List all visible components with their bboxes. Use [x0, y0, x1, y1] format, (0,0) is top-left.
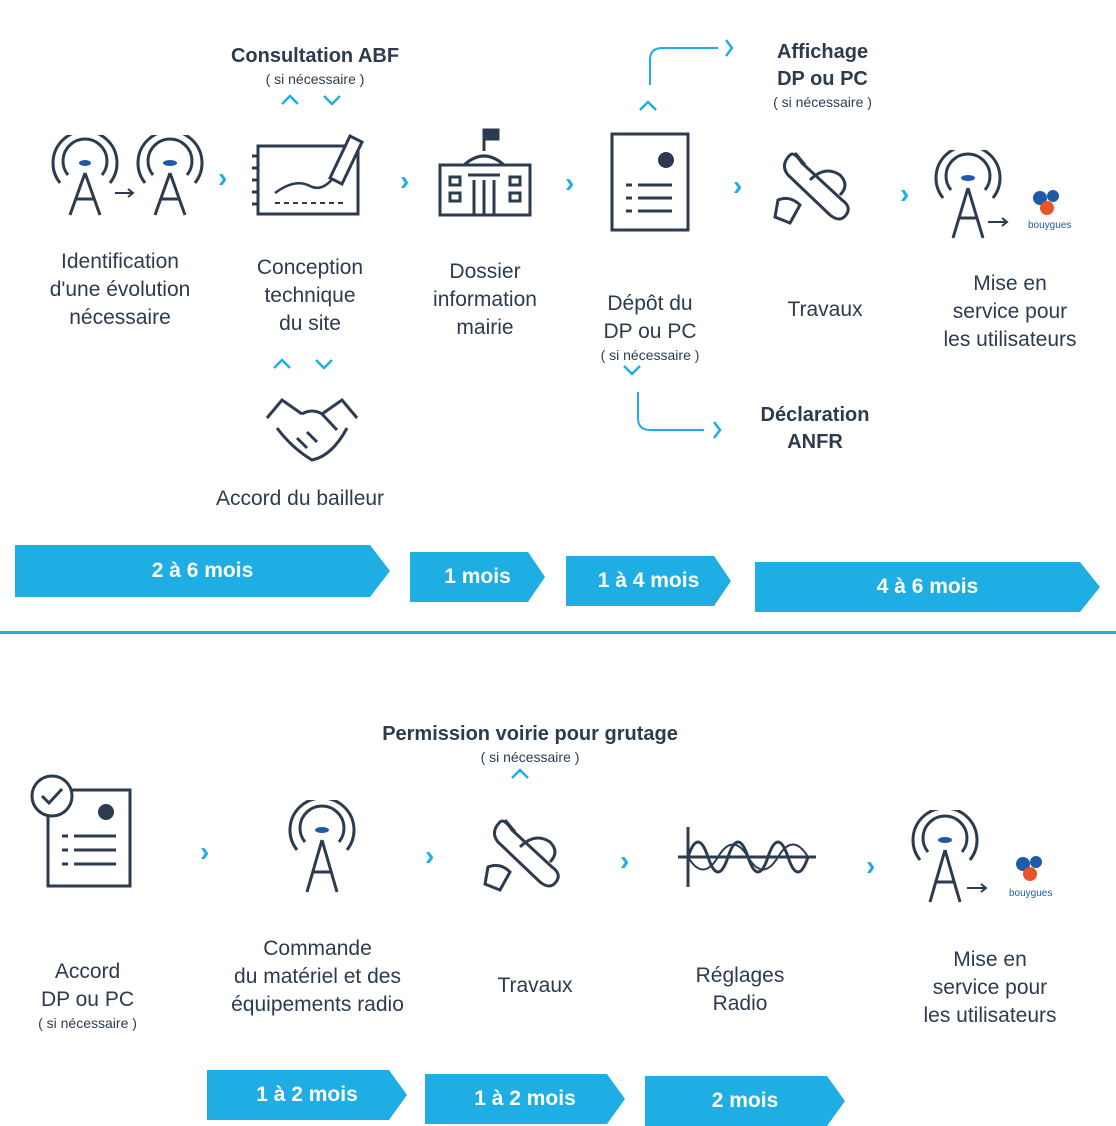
- up-down-chevrons-icon: [273, 358, 333, 370]
- step-travaux-label: Travaux: [497, 974, 573, 997]
- step-identification-label: Identification d'une évolution nécessair…: [49, 250, 191, 329]
- duration-label: 1 à 2 mois: [256, 1083, 358, 1106]
- chevron-right-icon: ›: [218, 162, 228, 193]
- chevron-right-icon: ›: [400, 165, 410, 196]
- step-conception-label: Conception technique du site: [256, 256, 364, 335]
- declaration-anfr-title: Déclaration ANFR: [760, 404, 870, 453]
- permission-voirie-title: Permission voirie pour grutage ( si néce…: [300, 694, 760, 793]
- branch-down-connector: [623, 365, 722, 439]
- chevron-right-icon: ›: [200, 836, 210, 867]
- antenna-bouygues-icon: bouygues: [934, 150, 1071, 239]
- section-divider: [0, 631, 1116, 634]
- affichage-title: Affichage DP ou PC ( si nécessaire ): [735, 12, 910, 138]
- step-mise-en-service-label: Mise en service pour les utilisateurs: [923, 948, 1057, 1027]
- bouygues-logo-text: bouygues: [1009, 888, 1052, 899]
- chevron-right-icon: ›: [620, 845, 630, 876]
- permission-voirie-note: ( si nécessaire ): [480, 749, 580, 765]
- chevron-up-icon: [511, 768, 529, 779]
- duration-label: 2 à 6 mois: [151, 559, 254, 582]
- step-depot-note: ( si nécessaire ): [600, 346, 700, 363]
- duration-label: 1 mois: [444, 565, 511, 588]
- chevron-right-icon: ›: [900, 178, 910, 209]
- consultation-abf-note: ( si nécessaire ): [265, 71, 365, 87]
- branch-up-connector: [639, 39, 734, 111]
- duration-label: 1 à 4 mois: [597, 569, 700, 592]
- chevron-right-icon: ›: [565, 167, 575, 198]
- duration-arrow: 1 à 2 mois: [207, 1070, 407, 1120]
- town-hall-icon: [438, 128, 532, 217]
- handshake-icon: [265, 397, 359, 462]
- duration-label: 1 à 2 mois: [474, 1087, 576, 1110]
- chevron-right-icon: ›: [866, 850, 876, 881]
- step-dossier-label: Dossier information mairie: [433, 260, 537, 339]
- antenna-bouygues-icon: bouygues: [911, 810, 1052, 903]
- duration-arrow: 2 à 6 mois: [15, 545, 390, 597]
- approved-document-icon: [30, 774, 132, 888]
- bouygues-logo-text: bouygues: [1028, 220, 1071, 231]
- step-mise-en-service-label: Mise en service pour les utilisateurs: [943, 272, 1077, 351]
- affichage-note: ( si nécessaire ): [773, 94, 872, 110]
- chevron-right-icon: ›: [425, 840, 435, 871]
- duration-label: 4 à 6 mois: [876, 575, 979, 598]
- document-icon: [610, 132, 690, 232]
- step-travaux-label: Travaux: [787, 298, 863, 321]
- step-reglages-label: Réglages Radio: [695, 964, 785, 1015]
- design-drawing-icon: [252, 133, 364, 216]
- chevron-right-icon: ›: [733, 170, 743, 201]
- radio-wave-icon: [678, 827, 816, 887]
- up-down-chevrons-icon: [281, 94, 341, 106]
- step-commande-label: Commande du matériel et des équipements …: [231, 937, 404, 1016]
- step-accord-label: Accord DP ou PC ( si nécessaire ): [0, 930, 175, 1060]
- wrench-hand-icon: [483, 819, 560, 892]
- wrench-hand-icon: [773, 152, 850, 225]
- duration-arrow: 1 à 4 mois: [566, 556, 731, 606]
- duration-label: 2 mois: [711, 1089, 779, 1112]
- duration-arrow: 2 mois: [645, 1076, 845, 1126]
- duration-arrow: 4 à 6 mois: [755, 562, 1100, 612]
- consultation-abf-title: Consultation ABF ( si nécessaire ): [200, 16, 430, 115]
- accord-bailleur-label: Accord du bailleur: [215, 487, 385, 510]
- antenna-upgrade-icon: [51, 135, 204, 216]
- duration-arrow: 1 à 2 mois: [425, 1074, 625, 1124]
- step-accord-note: ( si nécessaire ): [38, 1014, 137, 1031]
- step-depot-label: Dépôt du DP ou PC ( si nécessaire ): [565, 262, 735, 392]
- antenna-icon: [288, 800, 356, 893]
- duration-arrow: 1 mois: [410, 552, 545, 602]
